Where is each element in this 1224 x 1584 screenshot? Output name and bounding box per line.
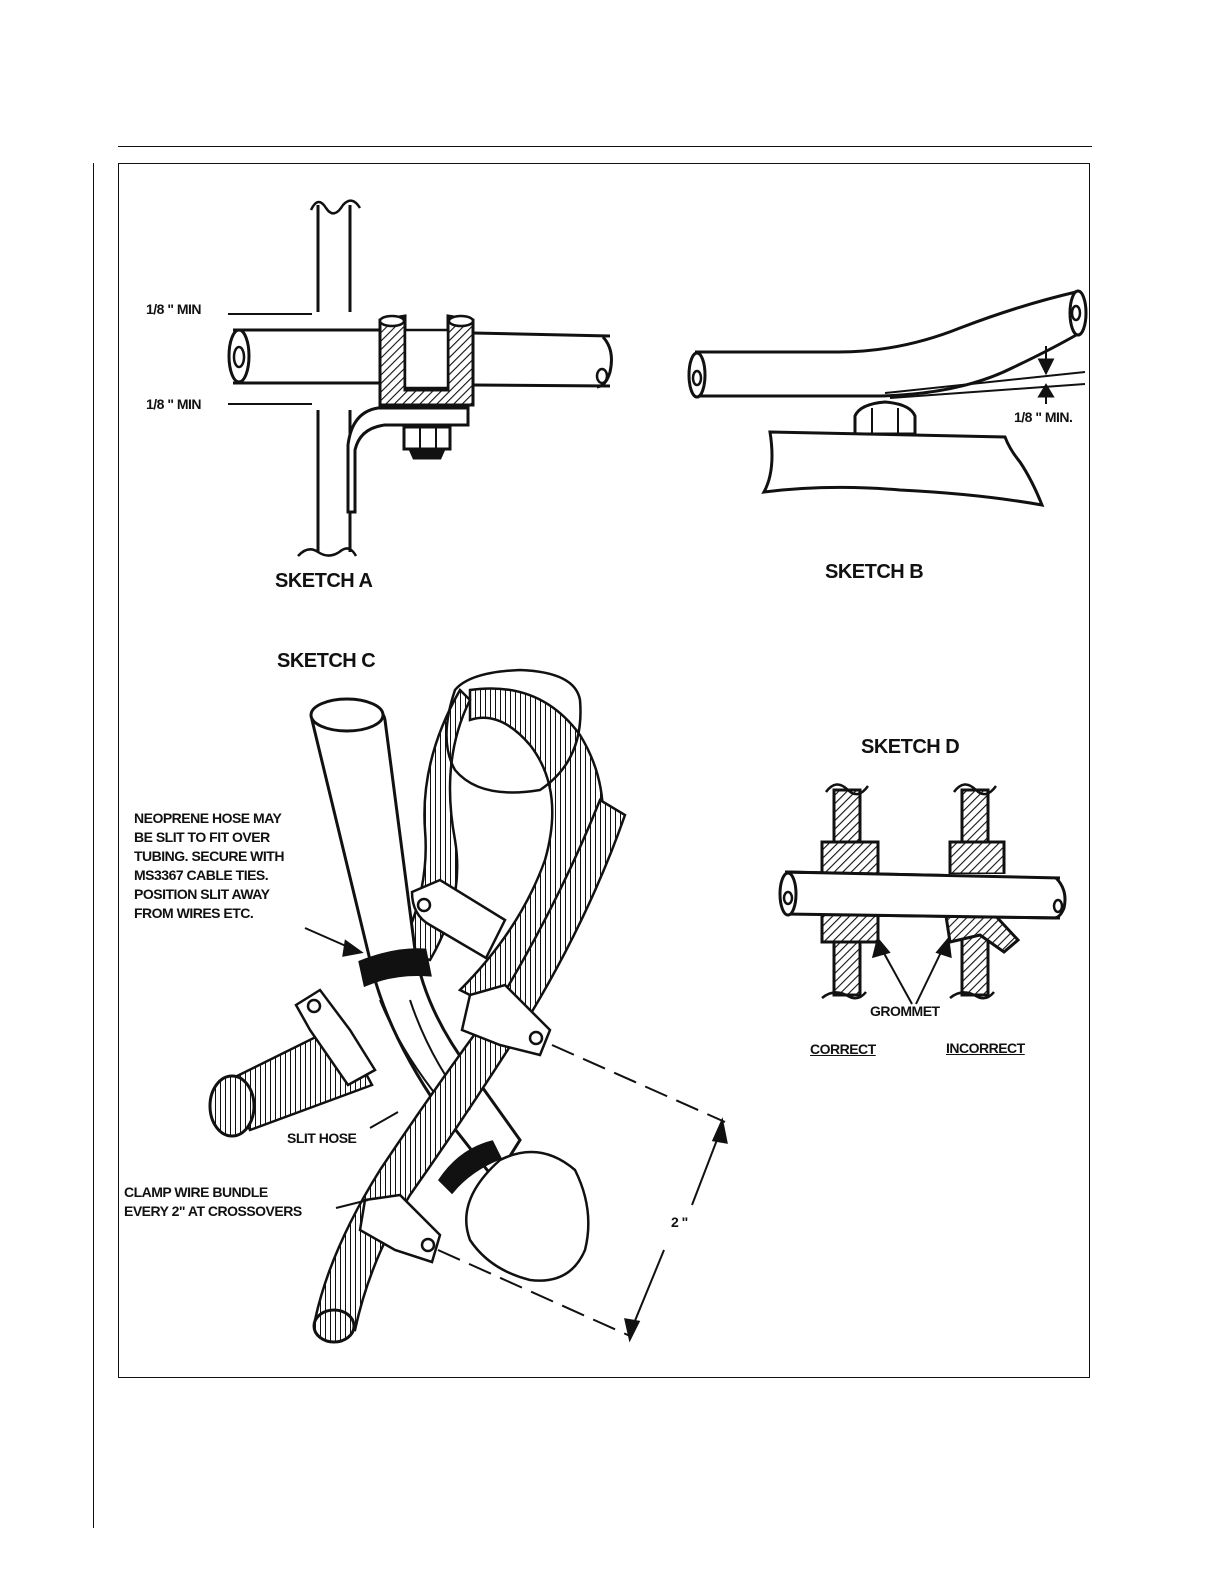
clamp-note-line: CLAMP WIRE BUNDLE [124, 1183, 302, 1202]
sketch-a-drawing [228, 201, 611, 556]
hose-note-line: BE SLIT TO FIT OVER [134, 828, 284, 847]
hose-note-line: TUBING. SECURE WITH [134, 847, 284, 866]
sketch-b-title: SKETCH B [825, 561, 923, 584]
correct-label: CORRECT [810, 1041, 876, 1057]
hose-note-line: NEOPRENE HOSE MAY [134, 809, 284, 828]
sketch-a-dim-top: 1/8 " MIN [146, 301, 201, 317]
incorrect-label: INCORRECT [946, 1040, 1025, 1056]
sketch-d-title: SKETCH D [861, 736, 959, 759]
hose-note-line: MS3367 CABLE TIES. [134, 866, 284, 885]
slit-hose-label: SLIT HOSE [287, 1130, 356, 1146]
sketch-b-drawing [689, 291, 1086, 505]
sketch-c-drawing [210, 670, 726, 1342]
sketch-c-title: SKETCH C [277, 650, 375, 673]
sketch-b-dim: 1/8 " MIN. [1014, 409, 1072, 425]
sketch-a-title: SKETCH A [275, 570, 372, 593]
hose-note: NEOPRENE HOSE MAY BE SLIT TO FIT OVER TU… [134, 809, 284, 923]
sketch-a-dim-bottom: 1/8 " MIN [146, 396, 201, 412]
clamp-note-line: EVERY 2" AT CROSSOVERS [124, 1202, 302, 1221]
hose-note-line: FROM WIRES ETC. [134, 904, 284, 923]
hose-note-line: POSITION SLIT AWAY [134, 885, 284, 904]
grommet-label: GROMMET [870, 1003, 940, 1019]
sketch-d-drawing [780, 784, 1065, 1004]
two-inch-dim: 2 " [671, 1214, 688, 1230]
clamp-note: CLAMP WIRE BUNDLE EVERY 2" AT CROSSOVERS [124, 1183, 302, 1221]
